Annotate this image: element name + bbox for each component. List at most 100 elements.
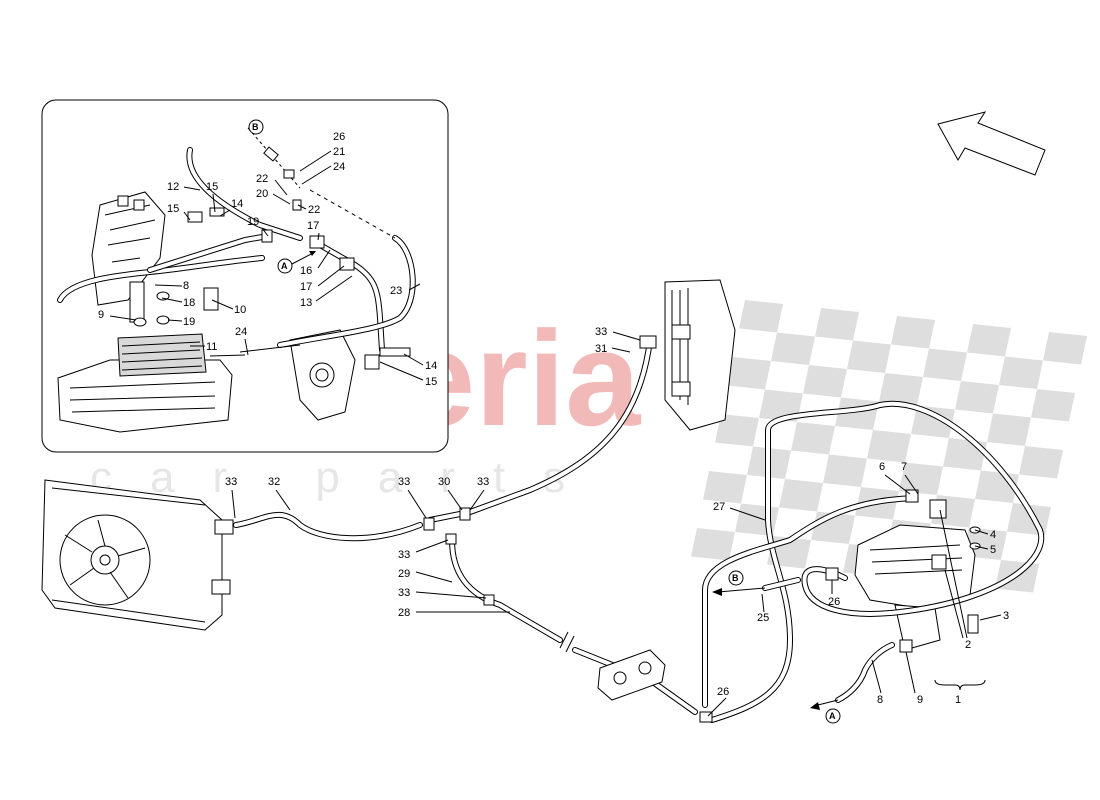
engine-bracket <box>289 329 356 421</box>
watermark-sub-text: car parts <box>90 453 603 502</box>
leader-line <box>274 179 288 196</box>
leader-line <box>315 275 353 302</box>
part-number-label: 15 <box>206 181 218 193</box>
part-number-label: 20 <box>256 188 268 200</box>
part-number-label: 9 <box>98 309 104 321</box>
leader-line <box>317 249 331 269</box>
part-number-label: 18 <box>183 297 195 309</box>
part-number-label: 8 <box>877 694 883 706</box>
checker-square <box>911 405 955 438</box>
checker-square <box>1031 389 1075 422</box>
auxiliary-radiator <box>664 279 736 431</box>
checker-square <box>739 300 783 333</box>
checker-square <box>1043 332 1087 365</box>
part-number-label: 4 <box>990 529 996 541</box>
ref-circle-a-inset: A <box>281 261 288 271</box>
part-number-label: 6 <box>879 461 885 473</box>
part-number-label: 15 <box>167 203 179 215</box>
ref-circle-b-inset: B <box>252 122 259 132</box>
leader-line <box>944 569 964 639</box>
part-number-label: 14 <box>231 198 243 210</box>
leader-line <box>408 283 421 291</box>
checker-square <box>815 308 859 341</box>
part-number-label: 17 <box>300 281 312 293</box>
leader-line <box>272 193 291 205</box>
leader-line <box>904 474 919 495</box>
checker-square <box>899 462 943 495</box>
part-number-label: 26 <box>717 686 729 698</box>
part-number-label: 12 <box>167 181 179 193</box>
part-number-label: 19 <box>183 316 195 328</box>
part-number-label: 26 <box>333 131 345 143</box>
leader-line <box>275 489 291 511</box>
leader-line <box>729 507 766 521</box>
part-number-label: 23 <box>390 285 402 297</box>
part-number-label: 3 <box>1003 610 1009 622</box>
group-bracket-1 <box>934 679 986 691</box>
part-number-label: 14 <box>425 360 437 372</box>
checker-square <box>703 471 747 504</box>
leader-line <box>447 489 463 511</box>
checker-square <box>923 348 967 381</box>
part-number-label: 13 <box>300 297 312 309</box>
part-number-label: 15 <box>425 376 437 388</box>
leader-line <box>161 297 183 303</box>
part-number-label: 28 <box>398 607 410 619</box>
leader-line <box>211 299 234 310</box>
part-number-label: 11 <box>206 341 217 353</box>
leader-lines <box>109 150 1002 717</box>
leader-line <box>612 331 641 341</box>
leader-line <box>884 474 911 495</box>
oil-cooler-housing <box>57 333 233 433</box>
leader-line <box>317 265 345 287</box>
leader-line <box>761 593 765 613</box>
checker-square <box>955 381 999 414</box>
leader-line <box>109 315 137 321</box>
direction-arrow-main <box>937 111 1046 176</box>
part-number-label: 27 <box>713 501 725 513</box>
leader-line <box>219 209 231 217</box>
part-number-label: 29 <box>398 568 410 580</box>
part-number-label: 19 <box>247 216 259 228</box>
leader-line <box>979 614 1002 621</box>
checker-square <box>967 324 1011 357</box>
part-number-label: 5 <box>990 544 996 556</box>
checker-square <box>803 365 847 398</box>
hose-bracket-clip <box>597 649 666 701</box>
leader-line <box>469 489 485 511</box>
part-number-label: 22 <box>256 173 268 185</box>
part-number-label: 22 <box>308 204 320 216</box>
part-number-label: 30 <box>438 476 450 488</box>
part-number-label: 9 <box>917 694 923 706</box>
checker-square <box>779 479 823 512</box>
expansion-tank <box>854 499 981 651</box>
leader-line <box>244 338 249 356</box>
checker-square <box>891 316 935 349</box>
part-number-label: 24 <box>235 326 247 338</box>
checker-square <box>943 438 987 471</box>
leader-line <box>974 529 989 535</box>
part-number-label: 33 <box>398 587 410 599</box>
part-number-label: 8 <box>183 280 189 292</box>
part-number-label: 33 <box>595 326 607 338</box>
checker-square <box>791 422 835 455</box>
part-number-label: 25 <box>757 612 769 624</box>
leader-line <box>183 186 201 191</box>
checker-square <box>847 340 891 373</box>
leader-line <box>167 319 183 322</box>
leader-line <box>939 509 968 639</box>
part-number-label: 21 <box>333 146 345 158</box>
watermark-checker-flag <box>691 300 1087 593</box>
checker-square <box>867 430 911 463</box>
checker-square <box>771 332 815 365</box>
part-number-label: 16 <box>300 265 312 277</box>
checker-square <box>999 356 1043 389</box>
leader-line <box>299 150 332 172</box>
leader-line <box>154 284 183 287</box>
detail-inset-panel: B A <box>41 99 449 453</box>
leader-line <box>407 489 427 519</box>
checker-square <box>727 357 771 390</box>
leader-line <box>183 211 191 221</box>
part-number-label: 32 <box>268 476 280 488</box>
